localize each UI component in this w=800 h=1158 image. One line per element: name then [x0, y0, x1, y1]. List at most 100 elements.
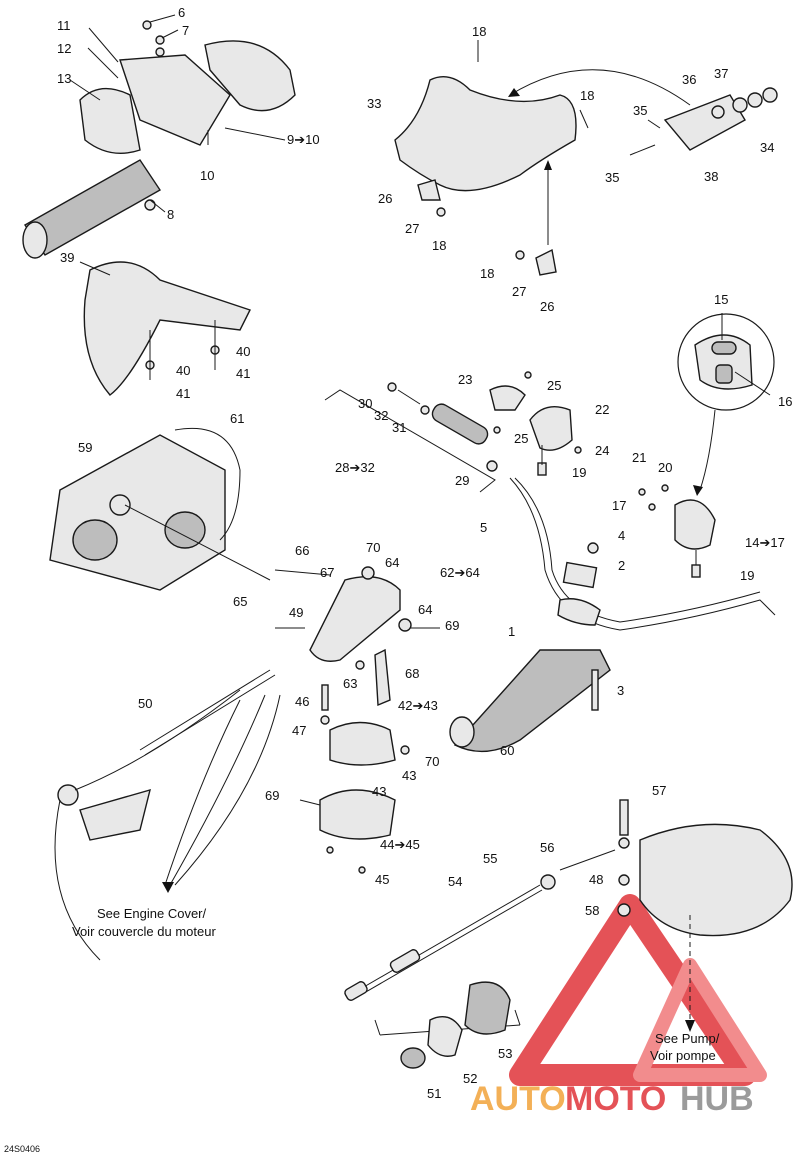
label-45: 45 — [375, 872, 389, 887]
drawing-code: 24S0406 — [4, 1144, 40, 1154]
part-38-bracket — [663, 94, 746, 151]
label-28-32: 28➔32 — [335, 460, 375, 475]
label-50: 50 — [138, 696, 152, 711]
label-54: 54 — [448, 874, 462, 889]
label-16: 16 — [778, 394, 792, 409]
label-56: 56 — [540, 840, 554, 855]
label-12: 12 — [57, 41, 71, 56]
label-36: 36 — [682, 72, 696, 87]
label-70-b: 70 — [425, 754, 439, 769]
label-1: 1 — [508, 624, 515, 639]
grip-group — [324, 382, 498, 493]
notes: See Engine Cover/ Voir couvercle du mote… — [4, 906, 720, 1154]
label-3: 3 — [617, 683, 624, 698]
label-62-64: 62➔64 — [440, 565, 480, 580]
label-20: 20 — [658, 460, 672, 475]
label-32: 32 — [374, 408, 388, 423]
watermark-hub: HUB — [680, 1080, 754, 1118]
label-60: 60 — [500, 743, 514, 758]
label-61: 61 — [230, 411, 244, 426]
engine-cover-bracket — [79, 788, 151, 841]
label-59: 59 — [78, 440, 92, 455]
label-41-b: 41 — [236, 366, 250, 381]
part-26-bracket-b — [535, 248, 557, 276]
label-19-a: 19 — [572, 465, 586, 480]
label-2: 2 — [618, 558, 625, 573]
label-24: 24 — [595, 443, 609, 458]
label-27-a: 27 — [405, 221, 419, 236]
label-35-b: 35 — [605, 170, 619, 185]
label-52: 52 — [463, 1071, 477, 1086]
label-31: 31 — [392, 420, 406, 435]
padding-group — [394, 40, 778, 276]
label-49: 49 — [289, 605, 303, 620]
part-1-column — [453, 649, 611, 753]
part-59-housing — [49, 434, 226, 591]
steering-support-group — [299, 684, 410, 874]
label-15: 15 — [714, 292, 728, 307]
label-30: 30 — [358, 396, 372, 411]
part-57-bolt — [619, 799, 629, 836]
label-9-10: 9➔10 — [287, 132, 320, 147]
label-18-c: 18 — [432, 238, 446, 253]
part-62-bracket — [309, 576, 401, 662]
part-23 — [489, 385, 526, 411]
switch-detail-group — [677, 313, 775, 496]
label-64-b: 64 — [418, 602, 432, 617]
label-26-a: 26 — [378, 191, 392, 206]
label-18-d: 18 — [480, 266, 494, 281]
engine-housing-group — [49, 427, 271, 591]
part-53-nut — [464, 981, 511, 1035]
label-10: 10 — [200, 168, 214, 183]
label-48: 48 — [589, 872, 603, 887]
label-43-b: 43 — [372, 784, 386, 799]
column-end — [22, 221, 48, 259]
label-35-a: 35 — [633, 103, 647, 118]
label-53: 53 — [498, 1046, 512, 1061]
label-17: 17 — [612, 498, 626, 513]
label-42-43: 42➔43 — [398, 698, 438, 713]
label-25-b: 25 — [514, 431, 528, 446]
label-33: 33 — [367, 96, 381, 111]
label-40-b: 40 — [236, 344, 250, 359]
label-22: 22 — [595, 402, 609, 417]
label-41-a: 41 — [176, 386, 190, 401]
part-15-switch — [694, 334, 753, 390]
cable-group — [54, 669, 281, 961]
part-8-nut — [144, 199, 156, 211]
pump-cable-group — [344, 799, 793, 1069]
part-52-clip — [427, 1016, 463, 1057]
part-22-housing — [529, 406, 573, 451]
label-11: 11 — [57, 18, 71, 33]
throttle-housing-group — [489, 371, 582, 476]
label-39: 39 — [60, 250, 74, 265]
label-14-17: 14➔17 — [745, 535, 785, 550]
part-13-shield — [79, 87, 141, 154]
label-63: 63 — [343, 676, 357, 691]
part-3-bolt — [591, 669, 599, 711]
label-68: 68 — [405, 666, 419, 681]
handlebar-group — [449, 477, 776, 753]
label-18-b: 18 — [580, 88, 594, 103]
label-55: 55 — [483, 851, 497, 866]
handle-guard-group — [79, 261, 251, 396]
part-10-cover — [119, 54, 231, 146]
label-5: 5 — [480, 520, 487, 535]
part-51-washer — [400, 1047, 426, 1069]
label-43-a: 43 — [402, 768, 416, 783]
label-27-b: 27 — [512, 284, 526, 299]
watermark-auto: AUTO — [470, 1080, 566, 1118]
part-44-support — [319, 789, 396, 840]
label-40-a: 40 — [176, 363, 190, 378]
label-19-b: 19 — [740, 568, 754, 583]
pump-note-en: See Pump/ — [655, 1031, 720, 1046]
label-8: 8 — [167, 207, 174, 222]
steering-bracket-group — [274, 566, 440, 707]
engine-cover-note-en: See Engine Cover/ — [97, 906, 207, 921]
label-25-a: 25 — [547, 378, 561, 393]
label-4: 4 — [618, 528, 625, 543]
part-68-link — [374, 648, 391, 707]
part-39-guard — [83, 261, 251, 396]
label-6: 6 — [178, 5, 185, 20]
